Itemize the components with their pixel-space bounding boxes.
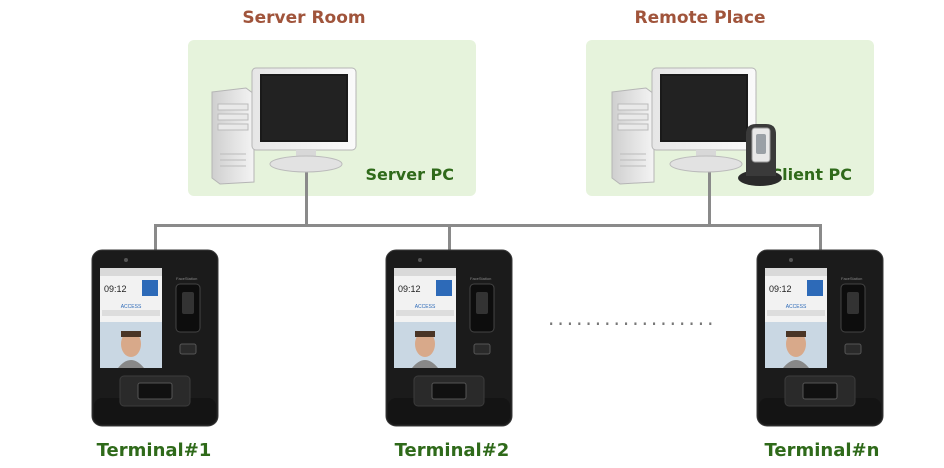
svg-text:ACCESS: ACCESS — [121, 304, 142, 310]
terminal-1-label: Terminal#1 — [96, 440, 212, 461]
svg-text:09:12: 09:12 — [398, 284, 421, 294]
connector-bus — [154, 224, 822, 227]
server-pc-icon — [211, 67, 357, 185]
terminal-1-time: 09:12 — [104, 284, 127, 294]
terminal-1-device: 09:12 ACCESS FaceStation — [91, 249, 219, 427]
terminal-ellipsis: ·················· — [548, 312, 717, 336]
zone-title-server-room: Server Room — [242, 8, 366, 28]
terminal-n-label: Terminal#n — [764, 440, 880, 461]
client-pc-icon — [611, 67, 782, 186]
svg-text:09:12: 09:12 — [769, 284, 792, 294]
terminal-2-device: 09:12 ACCESS FaceStation — [385, 249, 513, 427]
connector-terminal-n — [819, 224, 822, 250]
connector-server-drop — [305, 168, 308, 226]
svg-text:FaceStation: FaceStation — [176, 276, 197, 281]
connector-client-drop — [708, 168, 711, 226]
terminal-n-device: 09:12 ACCESS FaceStation — [756, 249, 884, 427]
server-pc-label: Server PC — [365, 165, 454, 184]
svg-text:FaceStation: FaceStation — [470, 276, 491, 281]
connector-terminal-1 — [154, 224, 157, 250]
connector-terminal-2 — [448, 224, 451, 250]
svg-text:ACCESS: ACCESS — [415, 304, 436, 310]
svg-text:FaceStation: FaceStation — [841, 276, 862, 281]
svg-text:ACCESS: ACCESS — [786, 304, 807, 310]
fingerprint-scanner-icon — [738, 124, 782, 186]
zone-title-remote-place: Remote Place — [634, 8, 766, 28]
client-pc-label: Client PC — [770, 165, 852, 184]
terminal-2-label: Terminal#2 — [394, 440, 510, 461]
